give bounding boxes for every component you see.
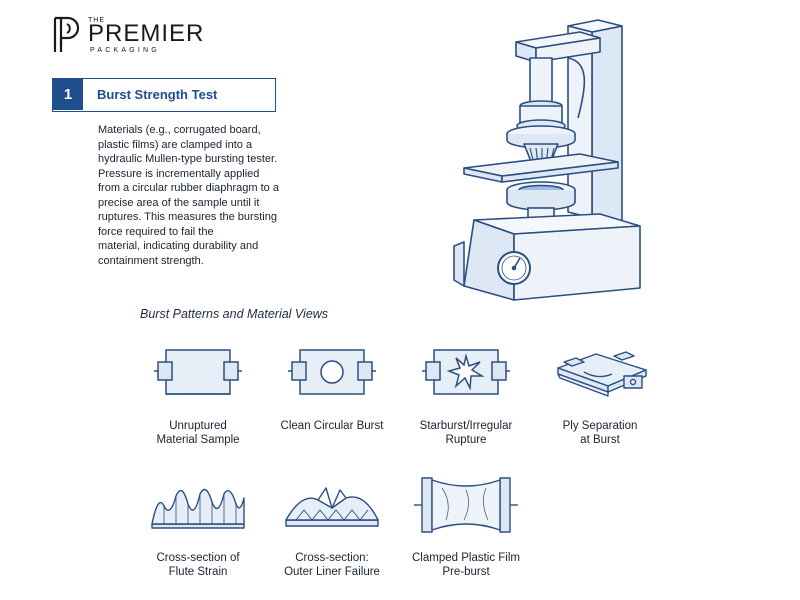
description-line: precise area of the sample until it xyxy=(98,196,260,209)
flute-strain-icon xyxy=(151,488,245,529)
description-line: containment strength. xyxy=(98,254,204,267)
clamped-film-icon xyxy=(414,477,518,533)
description-line: material, indicating durability and xyxy=(98,240,259,252)
circular-burst-icon xyxy=(288,349,376,395)
description-line: from a circular rubber diaphragm to a xyxy=(98,182,279,194)
unruptured-sample-icon xyxy=(154,349,242,395)
company-logo: THE PREMIER PACKAGING xyxy=(52,14,203,58)
logo-name: PREMIER xyxy=(88,20,205,47)
description-line: Pressure is incrementally applied xyxy=(98,167,260,180)
starburst-rupture-icon xyxy=(422,349,510,395)
patterns-section-title: Burst Patterns and Material Views xyxy=(140,307,329,321)
logo-the: THE xyxy=(88,17,105,24)
step-title: Burst Strength Test xyxy=(97,87,218,102)
description-line: plastic films) are clamped into a xyxy=(98,138,253,151)
pattern-caption: Cross-section:Outer Liner Failure xyxy=(284,552,380,578)
step-number: 1 xyxy=(53,79,83,110)
logo-subtitle: PACKAGING xyxy=(90,47,160,54)
description-line: Materials (e.g., corrugated board, xyxy=(98,124,261,136)
logo-mark-icon xyxy=(53,16,80,52)
ply-separation-icon xyxy=(557,351,647,397)
description-line: force required to fail the xyxy=(98,225,214,238)
mullen-burst-tester-illustration xyxy=(453,19,641,301)
step-header: 1 Burst Strength Test xyxy=(52,78,276,112)
outer-liner-failure-icon xyxy=(285,487,379,527)
description-line: hydraulic Mullen-type bursting tester. xyxy=(98,153,278,165)
pattern-caption: Clean Circular Burst xyxy=(280,420,384,432)
description-line: ruptures. This measures the bursting xyxy=(98,211,277,223)
step-description: Materials (e.g., corrugated board, plast… xyxy=(98,123,303,268)
